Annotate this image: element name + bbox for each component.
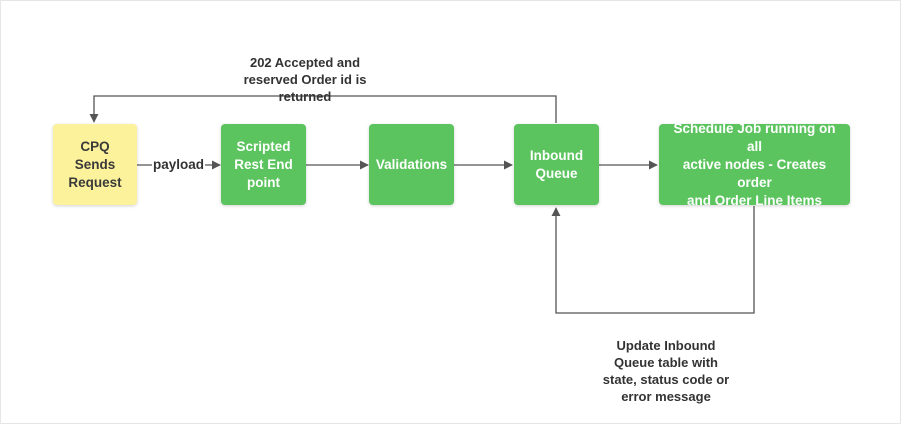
accepted-response-note: 202 Accepted and reserved Order id is re… xyxy=(225,37,385,105)
connector-schedule-back-to-inbound xyxy=(551,206,755,314)
schedule-job-node: Schedule Job running on all active nodes… xyxy=(659,121,850,208)
update-inbound-text: Update Inbound Queue table with state, s… xyxy=(602,338,730,404)
inbound-queue-label: Inbound Queue xyxy=(529,147,584,181)
payload-label: payload xyxy=(153,157,205,172)
payload-edge-label: payload xyxy=(152,156,206,174)
accepted-response-text: 202 Accepted and reserved Order id is re… xyxy=(243,55,367,104)
inbound-queue-node: Inbound Queue xyxy=(514,124,599,205)
cpq-sends-request-node: CPQ Sends Request xyxy=(53,124,137,205)
validations-label: Validations xyxy=(375,156,448,172)
update-inbound-note: Update Inbound Queue table with state, s… xyxy=(586,320,746,405)
validations-node: Validations xyxy=(369,124,454,205)
scripted-rest-endpoint-label: Scripted Rest End point xyxy=(234,138,293,190)
scripted-rest-endpoint-node: Scripted Rest End point xyxy=(221,124,306,205)
connector-inbound-return-to-cpq xyxy=(89,95,557,123)
schedule-job-label: Schedule Job running on all active nodes… xyxy=(673,120,836,208)
cpq-sends-request-label: CPQ Sends Request xyxy=(68,138,122,190)
